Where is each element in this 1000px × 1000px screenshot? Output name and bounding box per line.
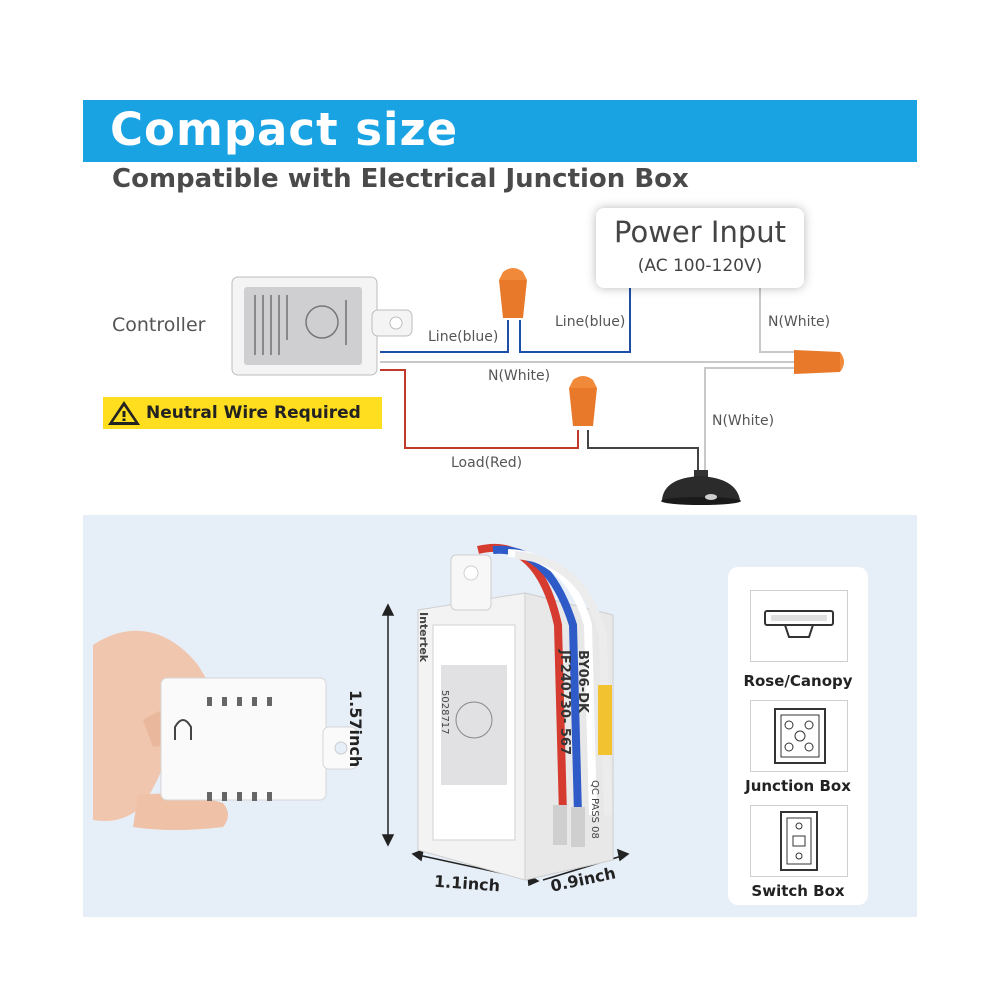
label-load-red: Load(Red) bbox=[451, 455, 523, 471]
wire-connector-load bbox=[569, 376, 597, 426]
label-neutral-middle: N(White) bbox=[488, 368, 551, 384]
page-subtitle: Compatible with Electrical Junction Box bbox=[112, 164, 689, 194]
wire-load-red bbox=[380, 369, 579, 449]
box-label-junction-box: Junction Box bbox=[745, 777, 851, 795]
dimension-height: 1.57inch bbox=[346, 690, 365, 768]
device-model-label: BY06-DK bbox=[575, 650, 590, 713]
wire-load-lamp bbox=[587, 430, 699, 470]
power-input-box bbox=[596, 208, 804, 288]
header-banner bbox=[83, 100, 917, 162]
box-label-rose-canopy: Rose/Canopy bbox=[743, 672, 853, 690]
controller-label: Controller bbox=[112, 314, 206, 336]
power-input-voltage: (AC 100-120V) bbox=[637, 256, 763, 276]
page-title: Compact size bbox=[110, 103, 459, 156]
label-line-blue-right: Line(blue) bbox=[555, 314, 626, 330]
power-input-title: Power Input bbox=[614, 215, 786, 249]
warning-badge bbox=[103, 397, 382, 429]
device-cert-number: 5028717 bbox=[439, 690, 450, 735]
switch-box-icon bbox=[750, 805, 848, 877]
controller-device bbox=[231, 276, 413, 376]
junction-box-icon bbox=[750, 700, 848, 772]
device-serial-label: JF240730- 567 bbox=[557, 650, 572, 756]
label-neutral-lamp: N(White) bbox=[712, 413, 775, 429]
wiring-diagram bbox=[103, 268, 844, 505]
warning-text: Neutral Wire Required bbox=[146, 403, 361, 423]
label-neutral-top: N(White) bbox=[768, 314, 831, 330]
product-illustration bbox=[93, 543, 630, 887]
main-device bbox=[417, 543, 614, 881]
wire-connector-line bbox=[499, 268, 527, 318]
label-line-blue-left: Line(blue) bbox=[428, 329, 499, 345]
wire-line-blue-right bbox=[519, 285, 631, 353]
wire-connector-neutral bbox=[794, 350, 844, 374]
wire-neutral-lamp bbox=[704, 367, 795, 470]
device-qc-label: QC PASS 08 bbox=[589, 780, 600, 839]
wire-line-blue-left bbox=[380, 320, 509, 353]
warning-icon bbox=[108, 401, 140, 425]
box-label-switch-box: Switch Box bbox=[751, 882, 845, 900]
lamp-icon bbox=[661, 470, 741, 505]
rose-canopy-icon bbox=[750, 590, 848, 662]
device-brand-label: Intertek bbox=[417, 612, 430, 663]
wire-neutral-input bbox=[759, 285, 795, 353]
handheld-device bbox=[160, 677, 358, 801]
